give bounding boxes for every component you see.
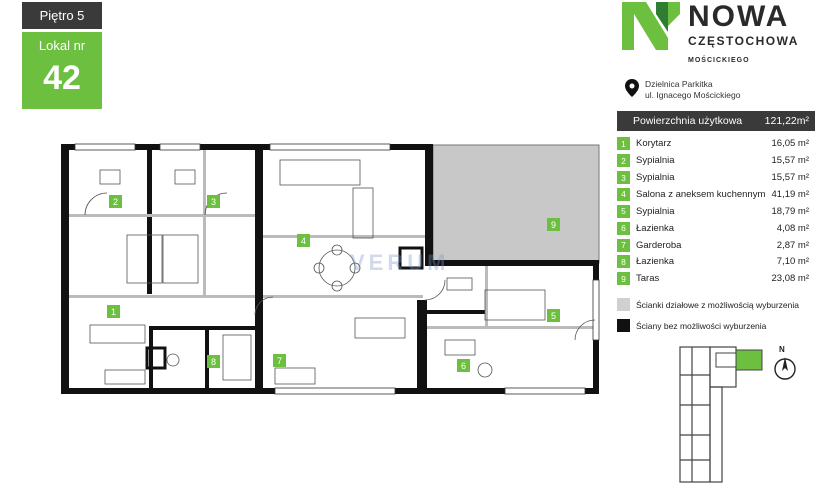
brand-district: MOŚCICKIEGO [688,57,750,64]
room-area: 7,10 m² [776,256,809,268]
room-number-badge: 2 [617,154,630,168]
key-plan [672,345,812,488]
unit-number: 42 [43,59,81,97]
floor-plan [55,140,603,403]
room-number-badge: 4 [617,187,630,201]
room-number-badge: 6 [617,221,630,235]
room-name: Sypialnia [636,172,675,184]
room-name: Łazienka [636,222,675,234]
brand-name: NOWA [688,0,790,33]
legend-item-structural-walls: Ściany bez możliwości wyburzenia [617,319,815,333]
floorplan-label-5: 5 [547,309,560,322]
floorplan-label-4: 4 [297,234,310,247]
floor-badge: Piętro 5 [22,2,102,29]
floorplan-label-3: 3 [207,195,220,208]
north-label: N [779,345,785,354]
usable-area-value: 121,22m² [764,115,809,127]
room-number-badge: 9 [617,272,630,286]
location-street: ul. Ignacego Mościckiego [645,90,741,100]
list-item: 6 Łazienka 4,08 m² [617,220,815,236]
brand-logo-icon [622,2,680,55]
room-name: Taras [636,273,660,285]
room-name: Salona z aneksem kuchennym [636,188,766,200]
floorplan-label-9: 9 [547,218,560,231]
legend-item-removable-walls: Ścianki działowe z możliwością wyburzeni… [617,298,815,312]
room-name: Łazienka [636,256,675,268]
room-area: 23,08 m² [771,273,810,285]
floorplan-label-2: 2 [109,195,122,208]
room-name: Garderoba [636,239,682,251]
room-area: 18,79 m² [771,205,810,217]
list-item: 1 Korytarz 16,05 m² [617,136,815,152]
room-name: Korytarz [636,138,672,150]
room-area: 2,87 m² [776,239,809,251]
floorplan-label-6: 6 [457,359,470,372]
room-number-badge: 3 [617,171,630,185]
location-address: Dzielnica Parkitka ul. Ignacego Mościcki… [645,79,740,101]
location-district: Dzielnica Parkitka [645,79,713,89]
usable-area-label: Powierzchnia użytkowa [633,115,743,127]
room-number-badge: 1 [617,137,630,151]
list-item: 7 Garderoba 2,87 m² [617,237,815,253]
list-item: 5 Sypialnia 18,79 m² [617,204,815,220]
usable-area-header: Powierzchnia użytkowa 121,22m² [617,111,815,131]
room-area: 15,57 m² [771,172,810,184]
floor-label: Piętro 5 [39,8,85,23]
list-item: 8 Łazienka 7,10 m² [617,254,815,270]
brand-city: CZĘSTOCHOWA [688,34,799,48]
room-area: 16,05 m² [771,138,810,150]
room-number-badge: 7 [617,238,630,252]
list-item: 9 Taras 23,08 m² [617,271,815,287]
unit-label: Lokal nr [38,38,86,53]
room-name: Sypialnia [636,205,675,217]
room-name: Sypialnia [636,155,675,167]
room-area: 15,57 m² [771,155,810,167]
legend-swatch [617,298,630,312]
unit-badge: Lokal nr 42 [22,32,102,109]
list-item: 3 Sypialnia 15,57 m² [617,170,815,186]
room-number-badge: 5 [617,204,630,218]
list-item: 2 Sypialnia 15,57 m² [617,153,815,169]
legend-swatch [617,319,630,333]
north-arrow-icon [772,347,798,388]
floorplan-label-1: 1 [107,305,120,318]
list-item: 4 Salona z aneksem kuchennym 41,19 m² [617,187,815,203]
floorplan-label-7: 7 [273,354,286,367]
floorplan-label-8: 8 [207,355,220,368]
legend-label: Ścianki działowe z możliwością wyburzeni… [636,299,799,310]
watermark: VERUM [350,250,450,275]
room-number-badge: 8 [617,255,630,269]
room-area: 4,08 m² [776,222,809,234]
location-pin-icon [625,79,639,102]
legend-label: Ściany bez możliwości wyburzenia [636,320,767,331]
room-area: 41,19 m² [771,188,810,200]
